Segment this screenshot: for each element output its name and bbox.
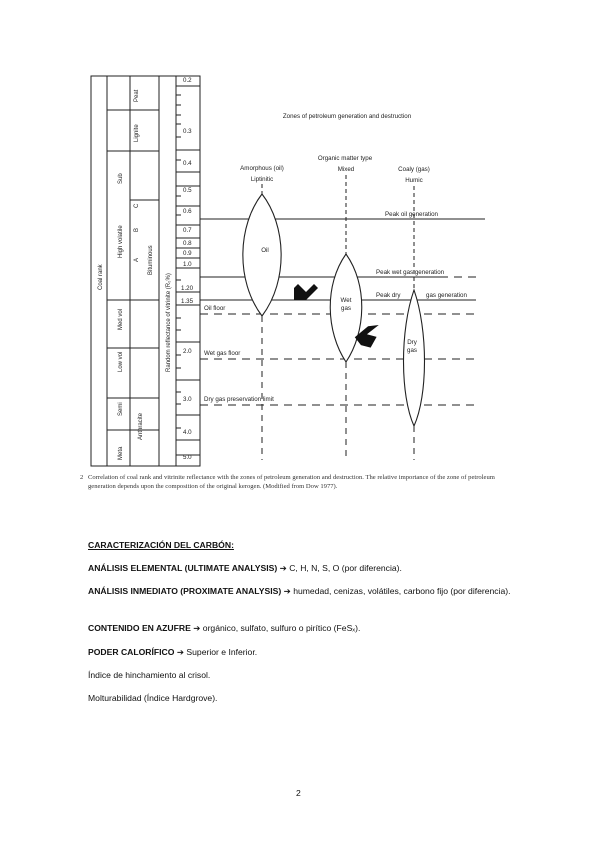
svg-text:Dry: Dry [407,339,418,346]
svg-text:High volatile: High volatile [118,225,124,258]
svg-text:3.0: 3.0 [183,396,192,403]
svg-text:0.3: 0.3 [183,128,192,135]
dry-gas-lens [402,288,426,428]
svg-text:Bituminous: Bituminous [148,245,154,275]
item-ultimate-analysis: ANÁLISIS ELEMENTAL (ULTIMATE ANALYSIS) ➔… [88,563,402,573]
svg-text:B: B [134,228,140,232]
arrow-icons [294,284,379,348]
svg-text:Peat: Peat [134,89,140,102]
svg-text:Oil: Oil [261,247,269,254]
svg-text:0.7: 0.7 [183,227,192,234]
svg-text:1.35: 1.35 [181,298,194,305]
svg-text:Meta: Meta [118,446,124,460]
svg-text:C: C [134,203,140,208]
svg-text:Liptinitic: Liptinitic [251,176,273,183]
coal-rank-figure: 0.2 0.3 0.4 0.5 0.6 0.7 0.8 0.9 1.0 1.20… [90,75,485,467]
svg-text:A: A [134,258,140,262]
rank-labels: Coal rank Peat Lignite Sub High volatile… [98,89,172,460]
svg-text:Oil floor: Oil floor [204,305,225,312]
page-number: 2 [296,788,301,798]
svg-text:5.0: 5.0 [183,454,192,461]
section-heading: CARACTERIZACIÓN DEL CARBÓN: [88,540,234,550]
caption-text: Correlation of coal rank and vitrinite r… [88,474,495,490]
svg-text:Amorphous (oil): Amorphous (oil) [240,165,284,172]
figure-caption: 2 Correlation of coal rank and vitrinite… [80,474,508,491]
svg-text:Sub: Sub [118,173,124,184]
svg-text:Med vol: Med vol [118,309,124,330]
reflectance-values: 0.2 0.3 0.4 0.5 0.6 0.7 0.8 0.9 1.0 1.20… [181,77,194,461]
svg-text:Coal rank: Coal rank [98,263,104,290]
svg-text:gas: gas [341,305,351,312]
svg-text:Lignite: Lignite [134,124,140,142]
svg-text:0.2: 0.2 [183,77,192,84]
rank-column-frame [90,75,201,467]
svg-text:Zones of petroleum generation: Zones of petroleum generation and destru… [283,113,412,120]
svg-text:Humic: Humic [405,177,423,184]
svg-text:1.0: 1.0 [183,261,192,268]
svg-text:Low vol: Low vol [118,352,124,372]
svg-text:4.0: 4.0 [183,429,192,436]
svg-text:2.0: 2.0 [183,348,192,355]
svg-text:0.8: 0.8 [183,240,192,247]
item-grindability: Molturabilidad (Índice Hardgrove). [88,693,218,703]
svg-text:Peak oil generation: Peak oil generation [385,211,439,218]
item-proximate-analysis: ANÁLISIS INMEDIATO (PROXIMATE ANALYSIS) … [88,586,511,596]
svg-text:0.4: 0.4 [183,160,192,167]
svg-text:1.20: 1.20 [181,285,194,292]
svg-text:Wet gas floor: Wet gas floor [204,350,240,357]
item-swelling-index: Índice de hinchamiento al crisol. [88,670,211,680]
svg-text:Random reflectance of vitrinit: Random reflectance of vitrinite (R₀%) [166,273,172,372]
svg-text:0.6: 0.6 [183,208,192,215]
svg-text:Dry gas preservation limit: Dry gas preservation limit [204,396,274,403]
svg-text:Peak wet gas generation: Peak wet gas generation [376,269,445,276]
svg-text:Semi: Semi [118,402,124,416]
oil-lens [242,193,282,317]
svg-text:0.5: 0.5 [183,187,192,194]
arrow-icon [294,284,318,300]
svg-text:gas: gas [407,347,417,354]
svg-text:gas generation: gas generation [426,292,467,299]
item-calorific-value: PODER CALORÍFICO ➔ Superior e Inferior. [88,647,258,657]
caption-number: 2 [80,474,84,481]
svg-text:Organic matter type: Organic matter type [318,155,373,162]
wet-gas-lens [329,253,363,363]
figure-headers: Zones of petroleum generation and destru… [240,113,430,184]
svg-text:0.9: 0.9 [183,250,192,257]
svg-text:Mixed: Mixed [338,166,355,173]
svg-text:Peak dry: Peak dry [376,292,401,299]
svg-text:Wet: Wet [341,297,352,304]
item-sulfur-content: CONTENIDO EN AZUFRE ➔ orgánico, sulfato,… [88,623,361,633]
arrow-icon [354,324,379,348]
svg-text:Coaly (gas): Coaly (gas) [398,166,430,173]
svg-text:Anthracite: Anthracite [138,412,144,440]
